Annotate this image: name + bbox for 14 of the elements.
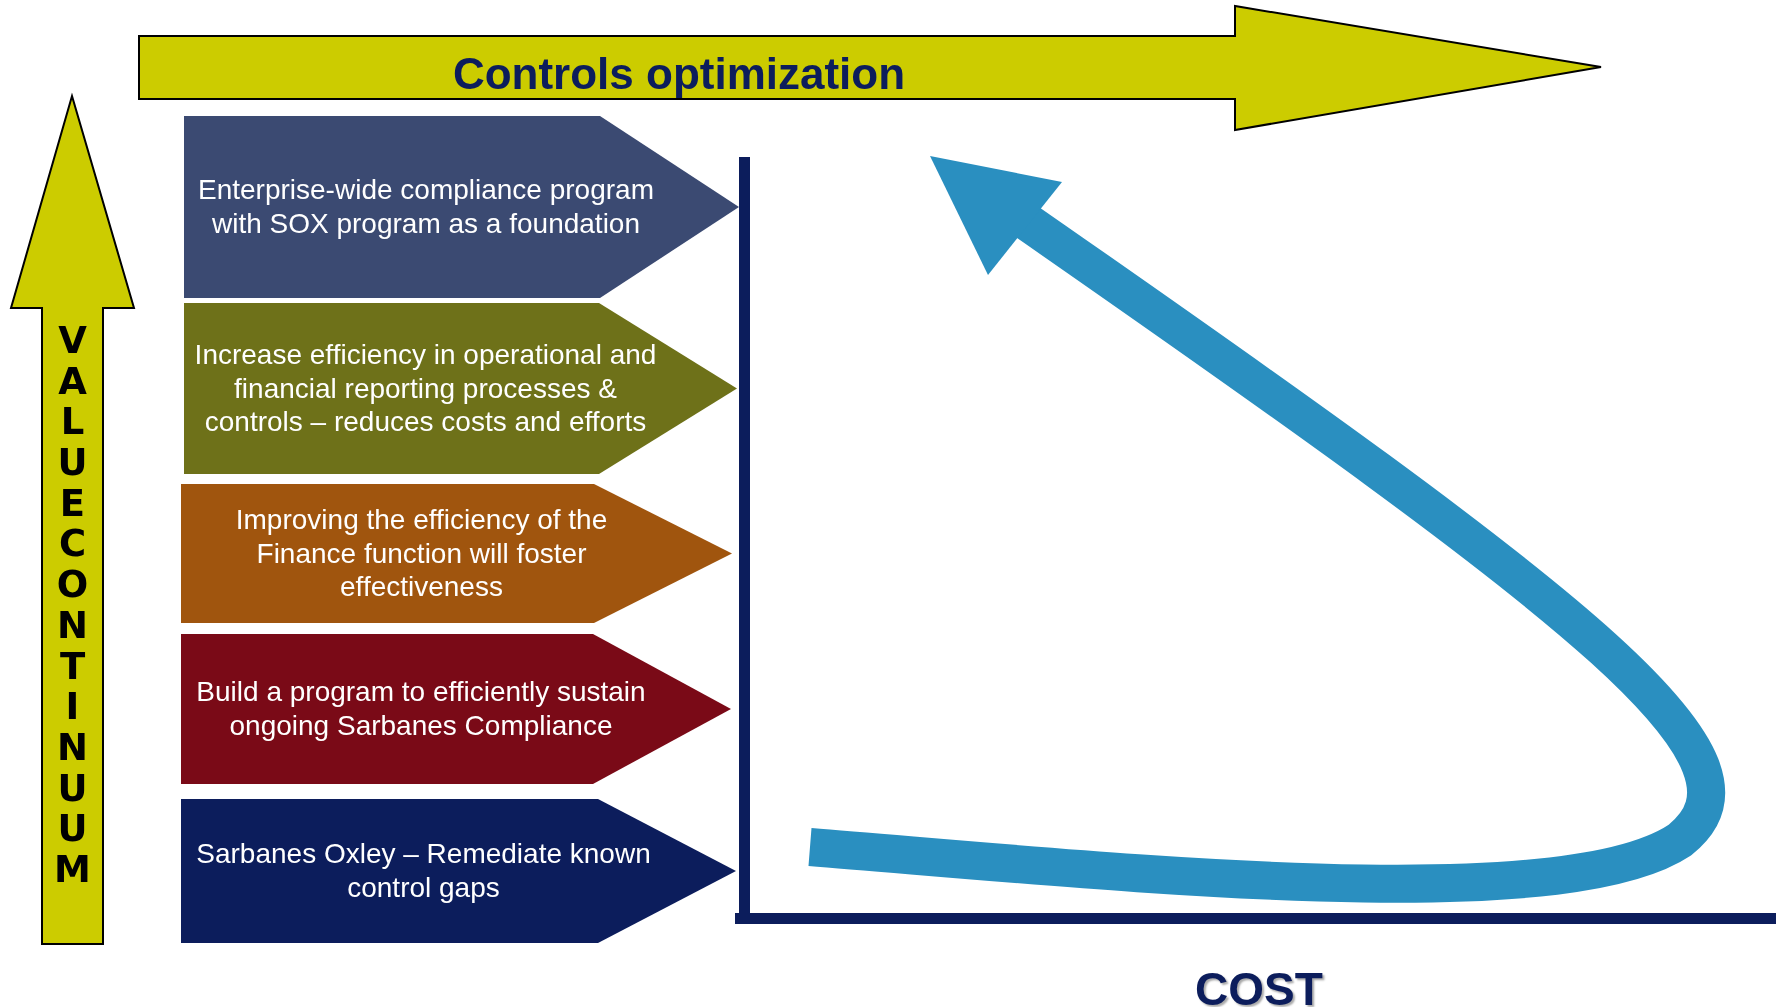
- axis-label: COST: [1195, 962, 1323, 1007]
- arrow-banner: [139, 6, 1601, 130]
- vertical-label: VALUE CONTINUUM: [54, 321, 91, 893]
- step-text: Increase efficiency in operational and financial reporting processes & controls – reduces costs and efforts: [193, 338, 658, 440]
- step-text: Improving the efficiency of the Finance function will foster effectiveness: [234, 503, 609, 605]
- step-text: Sarbanes Oxley – Remediate known control gaps: [195, 837, 652, 905]
- banner-label: Controls optimization: [451, 47, 907, 100]
- step-text: Enterprise-wide compliance program with SOX program as a foundation: [197, 173, 655, 241]
- chevron-shape: [181, 799, 736, 943]
- chevron-shape: [184, 116, 739, 298]
- chevron-shape: [181, 484, 732, 623]
- step-text: Build a program to efficiently sustain ongoing Sarbanes Compliance: [195, 675, 647, 743]
- chevron-shape: [181, 634, 731, 784]
- chevron-shape: [184, 303, 737, 474]
